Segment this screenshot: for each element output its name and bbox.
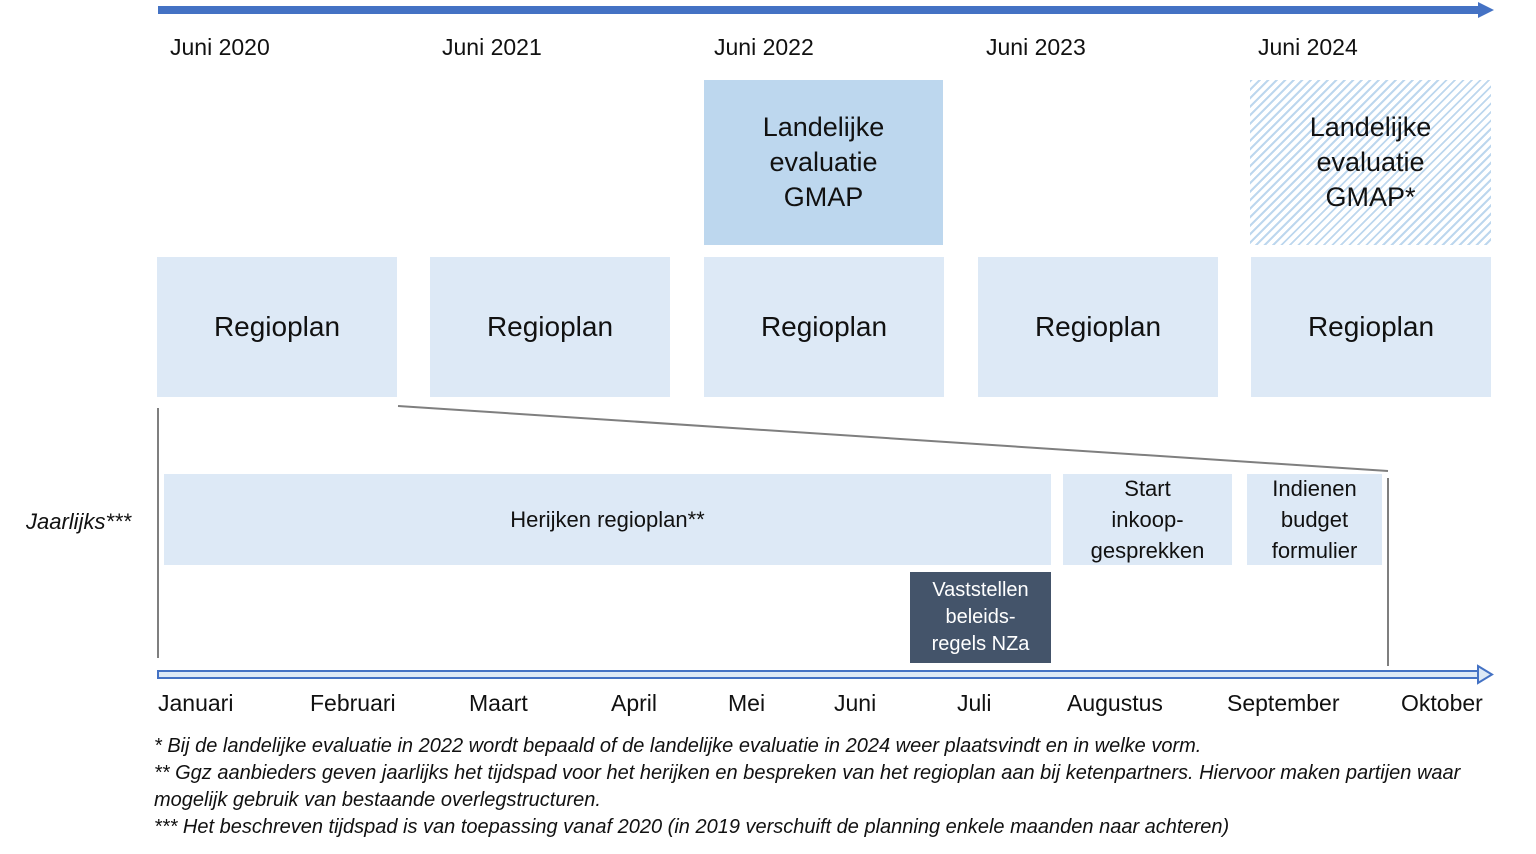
month-label-april: April xyxy=(611,690,658,716)
evaluation-box-2022: Landelijke evaluatie GMAP xyxy=(704,80,943,245)
month-label-juli: Juli xyxy=(957,690,992,716)
year-label-2022: Juni 2022 xyxy=(714,34,814,60)
task-vaststellen-beleidsregels: Vaststellen beleids- regels NZa xyxy=(910,572,1051,663)
footnote-2: ** Ggz aanbieders geven jaarlijks het ti… xyxy=(154,762,1461,811)
year-label-2023: Juni 2023 xyxy=(986,34,1086,60)
top-timeline-arrow xyxy=(158,2,1494,18)
task-herijken-regioplan: Herijken regioplan** xyxy=(164,474,1051,565)
regioplan-box-2024: Regioplan xyxy=(1251,257,1491,397)
bottom-timeline-arrow xyxy=(157,664,1494,685)
month-label-januari: Januari xyxy=(158,690,234,716)
month-label-juni: Juni xyxy=(834,690,877,716)
month-label-oktober: Oktober xyxy=(1401,690,1483,716)
month-label-maart: Maart xyxy=(469,690,528,716)
month-label-augustus: Augustus xyxy=(1067,690,1163,716)
evaluation-box-2024: Landelijke evaluatie GMAP* xyxy=(1250,80,1491,245)
regioplan-box-2021: Regioplan xyxy=(430,257,670,397)
year-label-2021: Juni 2021 xyxy=(442,34,542,60)
month-label-februari: Februari xyxy=(310,690,396,716)
yearly-label: Jaarlijks*** xyxy=(26,509,132,534)
task-start-inkoopgesprekken: Start inkoop- gesprekken xyxy=(1063,474,1232,565)
zoom-diagonal-line xyxy=(397,405,1389,472)
regioplan-box-2020: Regioplan xyxy=(157,257,397,397)
year-label-2020: Juni 2020 xyxy=(170,34,270,60)
month-label-mei: Mei xyxy=(728,690,766,716)
footnote-1: * Bij de landelijke evaluatie in 2022 wo… xyxy=(154,735,1202,757)
task-indienen-budgetformulier: Indienen budget formulier xyxy=(1247,474,1382,565)
year-label-2024: Juni 2024 xyxy=(1258,34,1358,60)
footnote-3: *** Het beschreven tijdspad is van toepa… xyxy=(154,816,1230,838)
regioplan-box-2023: Regioplan xyxy=(978,257,1218,397)
regioplan-box-2022: Regioplan xyxy=(704,257,944,397)
month-label-september: September xyxy=(1227,690,1340,716)
